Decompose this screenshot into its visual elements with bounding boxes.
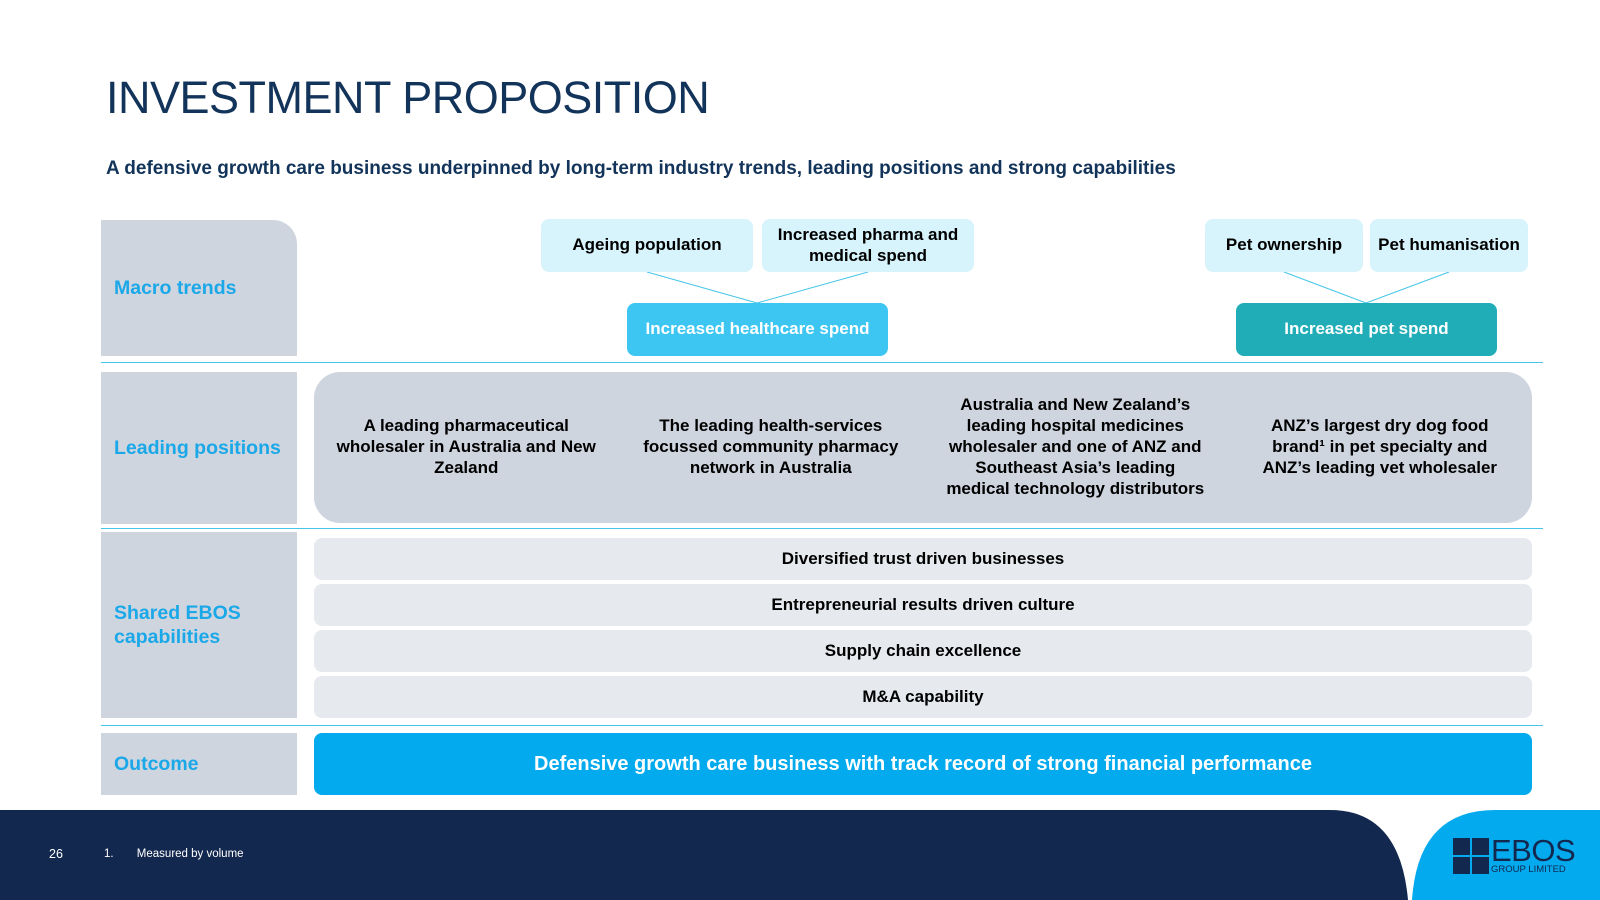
row-label-shared-capabilities: Shared EBOS capabilities — [101, 532, 297, 718]
connector-pharma — [756, 271, 869, 304]
row-label-macro-trends: Macro trends — [101, 220, 297, 356]
page-subtitle: A defensive growth care business underpi… — [106, 158, 1176, 179]
connector-pet-humanisation — [1365, 271, 1450, 304]
footer-blue-shape — [1412, 810, 1600, 900]
logo-grid-icon — [1453, 838, 1489, 874]
leading-position-item: Australia and New Zealand’s leading hosp… — [946, 395, 1205, 498]
outcome-banner: Defensive growth care business with trac… — [314, 733, 1532, 795]
leading-position-item: The leading health-services focussed com… — [643, 416, 899, 477]
footnote-number: 1. — [104, 848, 114, 860]
capability-row: Supply chain excellence — [314, 630, 1532, 672]
capability-row: Entrepreneurial results driven culture — [314, 584, 1532, 626]
footer-navy-shape — [0, 810, 1408, 900]
page-number: 26 — [49, 847, 63, 861]
row-divider — [101, 725, 1543, 726]
logo-tagline: GROUP LIMITED — [1491, 864, 1566, 875]
footnote: 1. Measured by volume — [104, 848, 244, 860]
connector-ageing — [646, 271, 758, 304]
trend-pet-ownership: Pet ownership — [1205, 219, 1363, 272]
row-divider — [101, 528, 1543, 529]
footer-band — [0, 810, 1600, 900]
trend-ageing-population: Ageing population — [541, 219, 753, 272]
ebos-logo: EBOS GROUP LIMITED — [1453, 833, 1576, 875]
leading-position-item: A leading pharmaceutical wholesaler in A… — [336, 416, 596, 477]
logo-wordmark: EBOS — [1491, 833, 1576, 868]
row-divider — [101, 362, 1543, 363]
trend-pet-humanisation: Pet humanisation — [1370, 219, 1528, 272]
capability-row: Diversified trust driven businesses — [314, 538, 1532, 580]
pet-spend-box: Increased pet spend — [1236, 303, 1497, 356]
healthcare-spend-box: Increased healthcare spend — [627, 303, 888, 356]
leading-positions-panel: A leading pharmaceutical wholesaler in A… — [314, 372, 1532, 523]
row-label-outcome: Outcome — [101, 733, 297, 795]
capability-row: M&A capability — [314, 676, 1532, 718]
trend-pharma-medical-spend: Increased pharma and medical spend — [762, 219, 974, 272]
connector-pet-ownership — [1283, 271, 1367, 304]
leading-position-item: ANZ’s largest dry dog food brand¹ in pet… — [1262, 416, 1498, 477]
footnote-text: Measured by volume — [136, 848, 244, 860]
row-label-leading-positions: Leading positions — [101, 372, 297, 524]
page-title: INVESTMENT PROPOSITION — [106, 72, 710, 123]
